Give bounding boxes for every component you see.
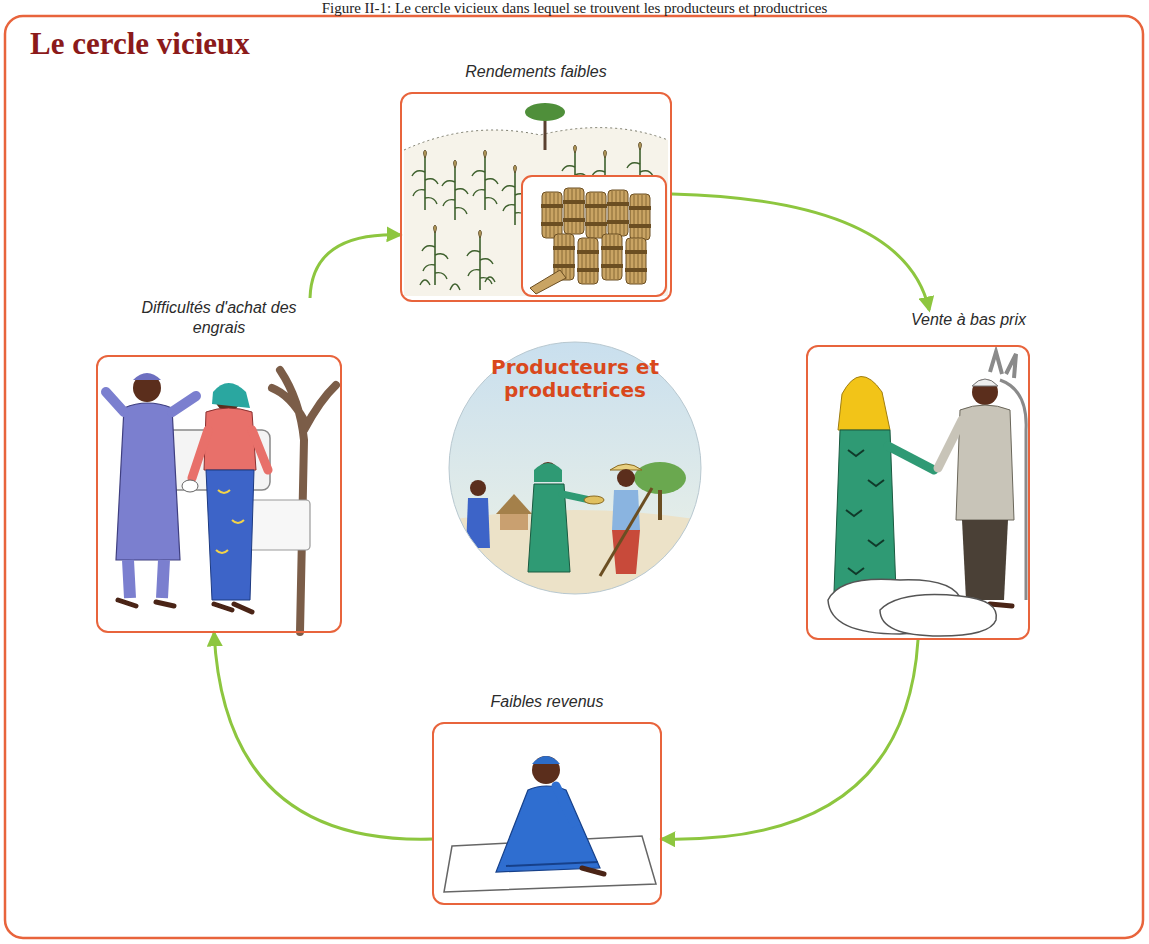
box-heading: Vente à bas prix bbox=[806, 310, 1030, 330]
stage-box: Faibles revenus bbox=[432, 692, 662, 905]
box-frame bbox=[432, 722, 662, 905]
box-heading: Difficultés d'achat des engrais bbox=[139, 298, 299, 338]
box-frame bbox=[806, 345, 1030, 640]
box-heading: Rendements faibles bbox=[400, 62, 672, 82]
circle-label: Producteurs et productrices bbox=[481, 356, 669, 402]
box-heading: Faibles revenus bbox=[432, 692, 662, 712]
cycle-arrow bbox=[310, 235, 400, 298]
cycle-arrow bbox=[662, 640, 918, 839]
box-frame bbox=[400, 92, 672, 302]
cycle-arrow bbox=[672, 194, 929, 310]
figure-caption: Figure II-1: Le cercle vicieux dans lequ… bbox=[0, 0, 1149, 16]
stage-box: Vente à bas prix bbox=[806, 310, 1030, 640]
stage-box: Difficultés d'achat des engrais bbox=[96, 298, 342, 633]
cycle-arrow bbox=[214, 633, 432, 839]
stage-box: Rendements faibles bbox=[400, 62, 672, 302]
diagram-title: Le cercle vicieux bbox=[30, 26, 250, 62]
center-circle: Producteurs et productrices bbox=[447, 340, 703, 596]
box-frame bbox=[96, 355, 342, 633]
